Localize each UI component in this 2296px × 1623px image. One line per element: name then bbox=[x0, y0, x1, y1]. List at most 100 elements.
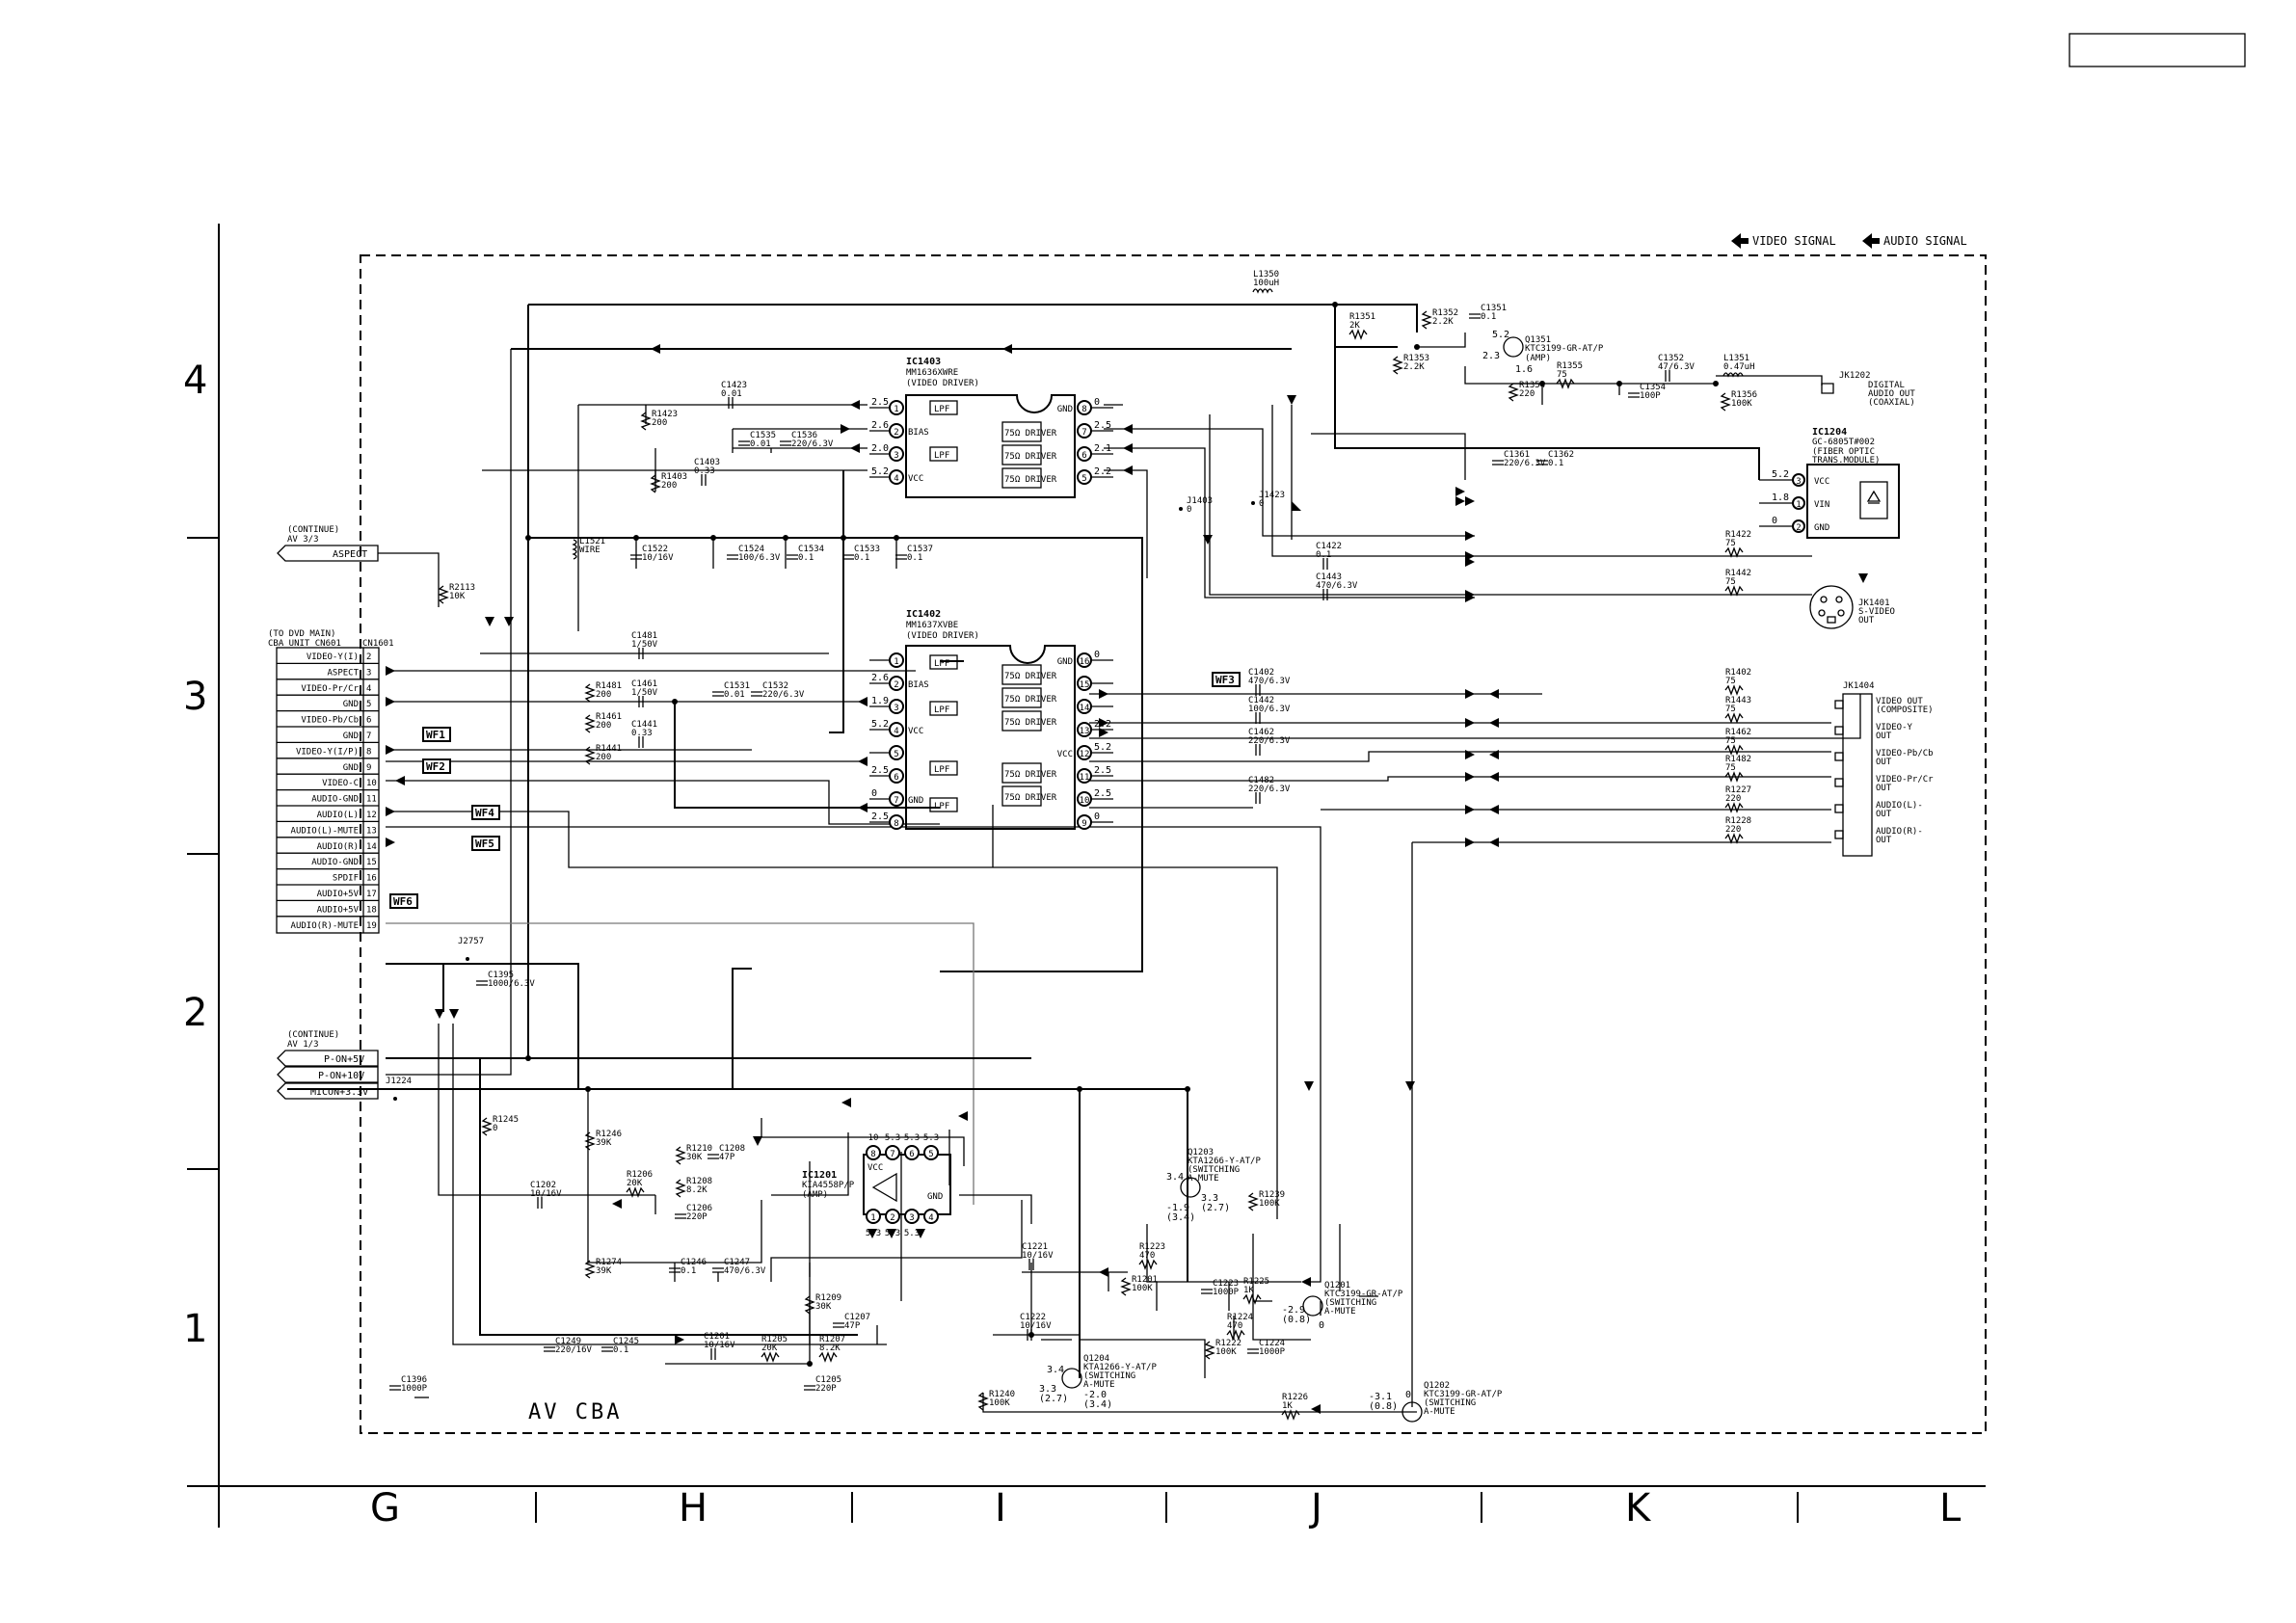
component-label: 75 bbox=[1725, 539, 1736, 548]
grid-col-labels: G H I J K L bbox=[370, 1486, 1962, 1530]
q1201-func1: (SWITCHING bbox=[1324, 1298, 1376, 1308]
component-label: 100K bbox=[1132, 1284, 1153, 1293]
component-label: C1224 bbox=[1259, 1339, 1285, 1348]
capacitor-icon bbox=[675, 1213, 686, 1219]
component-label: 0.33 bbox=[694, 466, 715, 476]
ic1201-pin-voltage: 5.3 bbox=[904, 1133, 920, 1143]
cn1601-pin-name: GND bbox=[343, 763, 359, 773]
ic1201-pin bbox=[904, 1145, 920, 1160]
ic1201-pin-num: 5 bbox=[928, 1150, 933, 1159]
ic1402-pin-num: 7 bbox=[894, 796, 898, 806]
ic1403-pin-voltage: 2.1 bbox=[1094, 443, 1111, 454]
ic1201-func: (AMP) bbox=[802, 1190, 828, 1200]
signal-arrows bbox=[386, 344, 1868, 1414]
driver-block bbox=[1001, 687, 1042, 708]
capacitor-icon bbox=[895, 554, 907, 560]
resistor-icon bbox=[1556, 378, 1575, 389]
wf-tag: WF2 bbox=[426, 760, 445, 773]
lpf-block bbox=[929, 400, 958, 415]
component-label: 10/16V bbox=[704, 1341, 735, 1350]
component-label: 200 bbox=[652, 418, 667, 428]
resistor-icon bbox=[1720, 392, 1731, 412]
component-label: C1461 bbox=[631, 679, 657, 689]
cn1601-pin-name: GND bbox=[343, 732, 359, 741]
ic1403-pin-num: 4 bbox=[894, 474, 898, 484]
driver-block bbox=[1001, 710, 1042, 732]
cn1601-pin-num: 8 bbox=[366, 747, 371, 757]
component-label: R1223 bbox=[1139, 1242, 1165, 1252]
component-label: 0.47uH bbox=[1723, 362, 1755, 372]
component-label: 470/6.3V bbox=[1316, 581, 1358, 591]
resistor-icon bbox=[640, 412, 652, 431]
jk1404-out-label: AUDIO(L)- bbox=[1876, 801, 1923, 811]
component-label: 39K bbox=[596, 1138, 612, 1148]
q1203-func1: (SWITCHING bbox=[1188, 1165, 1240, 1175]
cn1601-pin-num: 5 bbox=[366, 700, 371, 709]
q1203-v: (2.7) bbox=[1201, 1203, 1230, 1213]
ic1403-pin-num: 8 bbox=[1081, 405, 1086, 414]
component-label: C1245 bbox=[613, 1337, 639, 1346]
component-label: C1462 bbox=[1248, 728, 1274, 737]
resistor-icon bbox=[818, 1351, 838, 1363]
jk1202-ref: JK1202 bbox=[1839, 371, 1871, 381]
q1202-part: KTC3199-GR-AT/P bbox=[1424, 1390, 1503, 1399]
component-label: 8.2K bbox=[819, 1344, 841, 1353]
jk1404-terminal bbox=[1834, 726, 1844, 735]
q1204: Q1204 KTA1266-Y-AT/P (SWITCHING A-MUTE 3… bbox=[1039, 1354, 1157, 1410]
resistor-icon bbox=[1724, 744, 1744, 756]
ic1204-pin-num: 3 bbox=[1796, 477, 1801, 487]
component-label: R1246 bbox=[596, 1130, 622, 1139]
ic1402-pin-num: 16 bbox=[1080, 657, 1090, 667]
component-label: R1351 bbox=[1349, 312, 1375, 322]
video-arrow-icon bbox=[1731, 233, 1749, 249]
ic1403-pin-voltage: 5.2 bbox=[871, 466, 889, 477]
cn1601-pin-name: GND bbox=[343, 700, 359, 709]
q1203-func2: A-MUTE bbox=[1188, 1174, 1219, 1184]
capacitor-icon bbox=[804, 1385, 815, 1391]
capacitor-icon bbox=[842, 554, 854, 560]
jumper-icon bbox=[1251, 501, 1255, 505]
driver-label: 75Ω DRIVER bbox=[1004, 793, 1057, 803]
component-label: 220 bbox=[1725, 825, 1741, 835]
ic1201-pin bbox=[866, 1145, 881, 1160]
row-label: 4 bbox=[183, 359, 207, 403]
wf-tags: WF1 WF2 WF3 WF4 WF5 WF6 bbox=[389, 672, 1241, 909]
component-label: C1206 bbox=[686, 1204, 712, 1213]
q1204-ref: Q1204 bbox=[1083, 1354, 1109, 1364]
component-label: C1441 bbox=[631, 720, 657, 730]
resistor-icon bbox=[1724, 684, 1744, 696]
q1351: Q1351 KTC3199-GR-AT/P (AMP) 5.2 2.3 1.6 bbox=[1482, 330, 1604, 375]
resistor-icon bbox=[1724, 712, 1744, 724]
q1203-v: -1.9 bbox=[1166, 1203, 1189, 1213]
q1351-ref: Q1351 bbox=[1525, 335, 1551, 345]
jk1401-line: S-VIDEO bbox=[1858, 607, 1895, 617]
ic1204-pin-num: 2 bbox=[1796, 523, 1801, 533]
component-label: 200 bbox=[661, 481, 677, 491]
ic1204-pin-label: VCC bbox=[1814, 477, 1829, 487]
cn1601-pin-num: 19 bbox=[366, 921, 377, 931]
component-label: C1531 bbox=[724, 681, 750, 691]
ic1201-pin bbox=[904, 1209, 920, 1224]
q1351-func: (AMP) bbox=[1525, 354, 1551, 363]
resistor-icon bbox=[1392, 356, 1403, 375]
component-label: 75 bbox=[1725, 705, 1736, 714]
component-label: R1228 bbox=[1725, 816, 1751, 826]
ic1201-pin bbox=[923, 1145, 939, 1160]
resistor-icon bbox=[650, 474, 661, 493]
